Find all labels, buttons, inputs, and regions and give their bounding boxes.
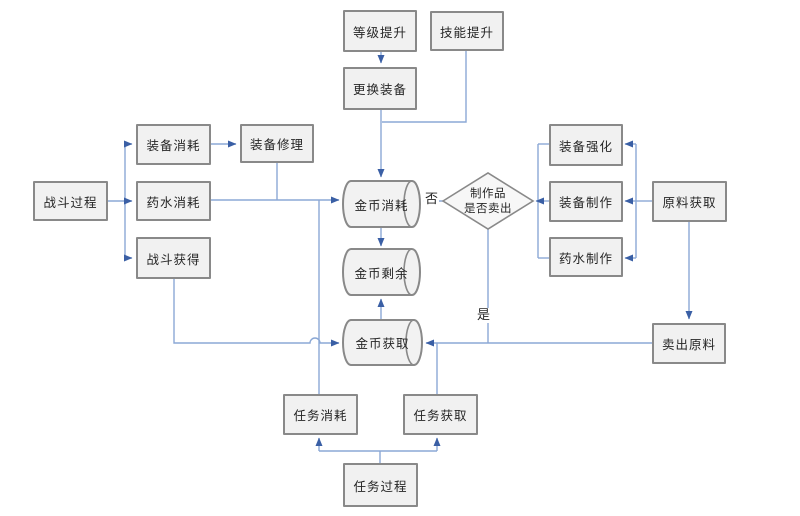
node-equip-craft: 装备制作 [549, 181, 623, 222]
edge-label-no: 否 [424, 192, 440, 207]
gold-remain-cylinder [342, 248, 421, 296]
sell-decision-line2: 是否卖出 [464, 201, 512, 215]
edge-skillup-join [382, 51, 467, 123]
node-quest-gain: 任务获取 [403, 394, 478, 435]
edge-label-yes: 是 [476, 308, 492, 323]
node-material-gain: 原料获取 [652, 181, 727, 222]
node-gold-gain: 金币获取 [355, 336, 410, 351]
sell-decision-line1: 制作品 [470, 186, 506, 200]
node-skill-up: 技能提升 [430, 11, 504, 51]
shapes [342, 172, 535, 366]
node-change-equip: 更换装备 [343, 67, 417, 110]
node-equip-consume: 装备消耗 [136, 124, 211, 165]
node-battle-gain: 战斗获得 [136, 237, 211, 279]
node-gold-remain: 金币剩余 [354, 265, 409, 281]
node-potion-craft: 药水制作 [549, 237, 623, 277]
gold-consume-cylinder [342, 180, 421, 228]
node-sell-decision: 制作品 是否卖出 [450, 175, 526, 227]
edges [108, 51, 693, 463]
node-sell-material: 卖出原料 [652, 323, 726, 364]
node-level-up: 等级提升 [343, 10, 417, 52]
node-battle-process: 战斗过程 [33, 181, 108, 221]
sell-decision-diamond [441, 172, 535, 230]
node-quest-process: 任务过程 [343, 463, 418, 507]
gold-gain-cylinder [342, 319, 423, 366]
edge-battlegain-to-goldgain [173, 279, 340, 347]
node-potion-consume: 药水消耗 [136, 181, 211, 221]
node-equip-repair: 装备修理 [240, 124, 314, 163]
node-gold-consume: 金币消耗 [354, 197, 409, 213]
node-equip-enhance: 装备强化 [549, 124, 623, 166]
node-quest-consume: 任务消耗 [283, 394, 358, 435]
